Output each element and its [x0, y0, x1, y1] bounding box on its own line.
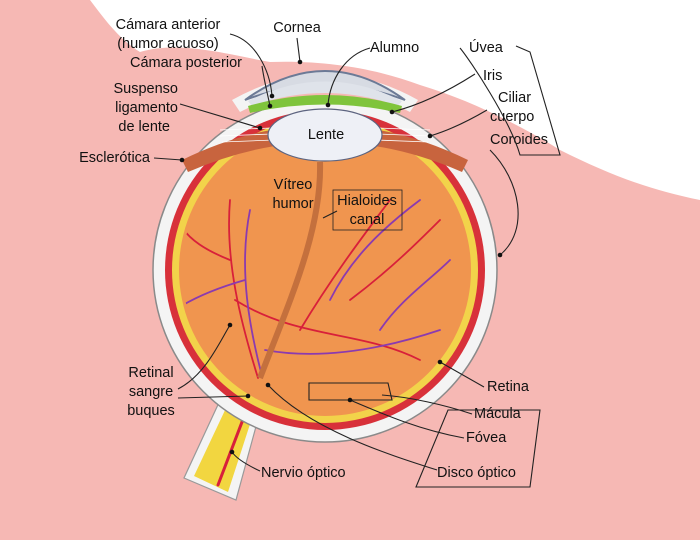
vitreous-humor	[179, 124, 471, 416]
label-optic-disc: Disco óptico	[437, 465, 516, 481]
label-optic-nerve: Nervio óptico	[261, 465, 346, 481]
label-hyaloid-2: canal	[350, 212, 385, 228]
label-hyaloid-1: Hialoides	[337, 193, 397, 209]
label-suspensory-1: Suspenso	[114, 81, 179, 97]
hyaloid-box	[332, 189, 403, 231]
label-suspensory-3: de lente	[118, 119, 170, 135]
label-pupil: Alumno	[370, 40, 419, 56]
iris	[248, 95, 402, 113]
label-fovea: Fóvea	[466, 430, 507, 446]
label-anterior-chamber: Cámara anterior	[116, 17, 221, 33]
label-macula: Mácula	[474, 406, 522, 422]
label-iris: Iris	[483, 68, 502, 84]
label-sclera: Esclerótica	[79, 150, 151, 166]
ciliary-body	[182, 125, 468, 172]
lens	[267, 108, 383, 162]
label-ciliary-2: cuerpo	[490, 109, 534, 125]
label-uvea: Úvea	[469, 39, 504, 56]
label-vitreous-2: humor	[272, 196, 313, 212]
label-vitreous-1: Vítreo	[274, 177, 313, 193]
label-retinal-1: Retinal	[128, 365, 173, 381]
hyaloid-canal	[257, 161, 324, 380]
suspensory-ligaments	[219, 127, 431, 143]
leader-lines	[153, 33, 561, 488]
anterior-chamber	[248, 81, 402, 106]
pointer-dots	[179, 59, 503, 455]
label-retinal-2: sangre	[129, 384, 173, 400]
label-lens: Lente	[308, 127, 344, 143]
retinal-vessels	[182, 199, 451, 379]
label-aqueous-humor: (humor acuoso)	[117, 36, 219, 52]
label-suspensory-2: ligamento	[115, 100, 178, 116]
label-retina: Retina	[487, 379, 530, 395]
label-ciliary-1: Ciliar	[498, 90, 531, 106]
label-retinal-3: buques	[127, 403, 175, 419]
label-choroid: Coroides	[490, 132, 548, 148]
label-cornea: Cornea	[273, 20, 321, 36]
label-posterior-chamber: Cámara posterior	[130, 55, 242, 71]
